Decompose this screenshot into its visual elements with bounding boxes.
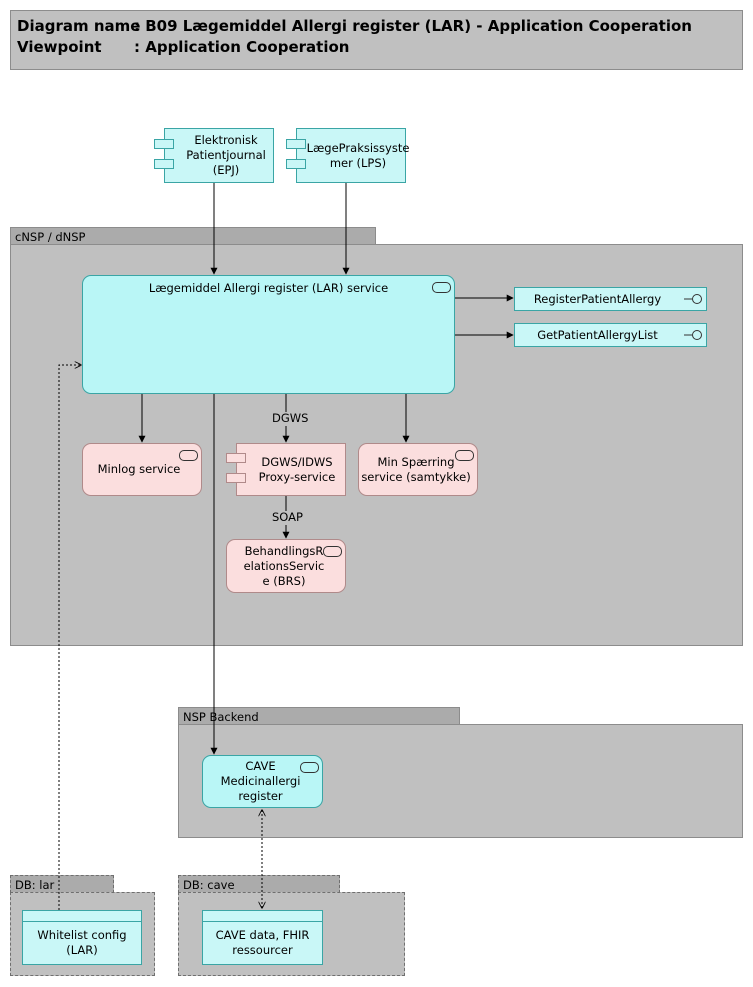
- component-icon: [226, 453, 246, 463]
- service-minlog-label: Minlog service: [97, 462, 181, 476]
- edge-label-soap: SOAP: [270, 510, 305, 524]
- data-object-cave-data-text: CAVE data, FHIR ressourcer: [203, 921, 322, 964]
- interface-icon: [684, 294, 702, 304]
- group-db-lar-tab[interactable]: DB: lar: [10, 875, 114, 893]
- service-icon: [300, 762, 319, 773]
- diagram-name-key: Diagram name: [17, 17, 141, 35]
- service-cave-label: CAVE Medicinallergi register: [220, 759, 301, 803]
- service-icon: [323, 546, 342, 557]
- edge-label-dgws: DGWS: [270, 411, 311, 425]
- service-icon: [455, 450, 474, 461]
- component-icon: [286, 139, 306, 149]
- group-nsp-backend-tab[interactable]: NSP Backend: [178, 707, 460, 725]
- component-epj[interactable]: Elektronisk Patientjournal (EPJ): [164, 128, 274, 183]
- diagram-header: Diagram name: B09 Lægemiddel Allergi reg…: [10, 10, 743, 70]
- service-icon: [179, 450, 198, 461]
- component-lps[interactable]: LægePraksissyste mer (LPS): [296, 128, 409, 183]
- viewpoint-value: : Application Cooperation: [134, 38, 350, 56]
- service-brs-label: BehandlingsR elationsServic e (BRS): [243, 543, 325, 588]
- viewpoint-key: Viewpoint: [17, 38, 102, 56]
- data-object-cave-data[interactable]: CAVE data, FHIR ressourcer: [202, 910, 323, 965]
- diagram-name-row: Diagram name: B09 Lægemiddel Allergi reg…: [17, 17, 692, 35]
- data-object-header: [203, 911, 322, 922]
- data-object-whitelist[interactable]: Whitelist config (LAR): [22, 910, 142, 965]
- viewpoint-row: Viewpoint : Application Cooperation: [17, 38, 349, 56]
- data-object-whitelist-text: Whitelist config (LAR): [23, 921, 141, 964]
- group-nsp-backend-label: NSP Backend: [183, 710, 259, 724]
- service-lar[interactable]: Lægemiddel Allergi register (LAR) servic…: [82, 275, 455, 394]
- diagram-name-value: : B09 Lægemiddel Allergi register (LAR) …: [134, 17, 692, 35]
- interface-register-patient-allergy[interactable]: RegisterPatientAllergy: [514, 287, 707, 311]
- interface-register-label: RegisterPatientAllergy: [533, 291, 662, 306]
- data-object-cave-data-label: CAVE data, FHIR ressourcer: [215, 927, 310, 957]
- service-icon: [432, 282, 451, 293]
- service-min-sparring[interactable]: Min Spærring service (samtykke): [358, 443, 478, 496]
- data-object-whitelist-label: Whitelist config (LAR): [37, 927, 127, 957]
- edge-whitelist-lar: [58, 365, 81, 910]
- component-epj-label: Elektronisk Patientjournal (EPJ): [186, 133, 266, 177]
- service-brs[interactable]: BehandlingsR elationsServic e (BRS): [226, 539, 346, 593]
- component-dgws-proxy[interactable]: DGWS/IDWS Proxy-service: [236, 443, 346, 496]
- interface-get-label: GetPatientAllergyList: [537, 327, 658, 342]
- group-db-lar-label: DB: lar: [15, 878, 55, 892]
- service-minlog[interactable]: Minlog service: [82, 443, 202, 496]
- component-lps-label: LægePraksissyste mer (LPS): [306, 140, 410, 170]
- data-object-header: [23, 911, 141, 922]
- component-icon: [286, 159, 306, 169]
- group-cnsp-label: cNSP / dNSP: [15, 230, 86, 244]
- component-icon: [226, 473, 246, 483]
- interface-icon: [684, 330, 702, 340]
- component-icon: [154, 139, 174, 149]
- interface-get-patient-allergy-list[interactable]: GetPatientAllergyList: [514, 323, 707, 347]
- service-lar-label: Lægemiddel Allergi register (LAR) servic…: [148, 281, 389, 295]
- component-icon: [154, 159, 174, 169]
- service-min-sparring-label: Min Spærring service (samtykke): [361, 454, 471, 484]
- component-dgws-proxy-label: DGWS/IDWS Proxy-service: [258, 454, 336, 484]
- group-db-cave-label: DB: cave: [183, 878, 235, 892]
- service-cave[interactable]: CAVE Medicinallergi register: [202, 755, 323, 808]
